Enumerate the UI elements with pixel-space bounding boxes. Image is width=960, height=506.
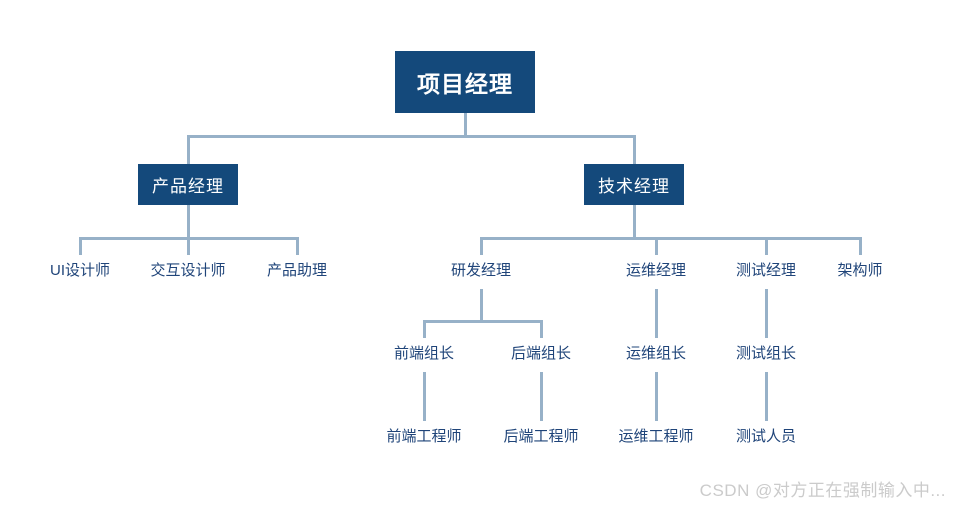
- connector-line: [480, 237, 862, 240]
- connector-line: [765, 237, 768, 255]
- connector-line: [187, 135, 190, 165]
- node-ops-lead[interactable]: 运维组长: [625, 345, 687, 362]
- node-rd-manager[interactable]: 研发经理: [450, 262, 512, 279]
- connector-line: [633, 205, 636, 239]
- node-ops-engineer[interactable]: 运维工程师: [618, 428, 694, 445]
- csdn-watermark: CSDN @对方正在强制输入中...: [699, 481, 946, 500]
- connector-line: [765, 372, 768, 421]
- connector-line: [765, 289, 768, 338]
- connector-line: [655, 237, 658, 255]
- connector-line: [633, 135, 636, 165]
- connector-line: [480, 237, 483, 255]
- node-test-manager[interactable]: 测试经理: [735, 262, 797, 279]
- node-test-lead[interactable]: 测试组长: [735, 345, 797, 362]
- node-tech-manager[interactable]: 技术经理: [584, 164, 684, 205]
- node-architect[interactable]: 架构师: [837, 262, 883, 279]
- connector-line: [423, 320, 426, 338]
- node-product-manager[interactable]: 产品经理: [138, 164, 238, 205]
- node-backend-lead[interactable]: 后端组长: [510, 345, 572, 362]
- node-backend-engineer[interactable]: 后端工程师: [503, 428, 579, 445]
- node-ops-manager[interactable]: 运维经理: [625, 262, 687, 279]
- node-test-staff[interactable]: 测试人员: [735, 428, 797, 445]
- connector-line: [655, 372, 658, 421]
- node-ui-designer[interactable]: UI设计师: [49, 262, 111, 279]
- connector-line: [859, 237, 862, 255]
- connector-line: [540, 372, 543, 421]
- connector-line: [540, 320, 543, 338]
- connector-line: [187, 135, 636, 138]
- node-frontend-engineer[interactable]: 前端工程师: [386, 428, 462, 445]
- connector-line: [480, 289, 483, 322]
- connector-line: [423, 320, 543, 323]
- node-interaction-designer[interactable]: 交互设计师: [150, 262, 226, 279]
- node-frontend-lead[interactable]: 前端组长: [393, 345, 455, 362]
- connector-line: [655, 289, 658, 338]
- connector-line: [187, 205, 190, 239]
- connector-line: [187, 237, 190, 255]
- connector-line: [423, 372, 426, 421]
- connector-line: [79, 237, 82, 255]
- node-product-assistant[interactable]: 产品助理: [266, 262, 328, 279]
- connector-line: [296, 237, 299, 255]
- node-project-manager[interactable]: 项目经理: [395, 51, 535, 113]
- connector-line: [464, 113, 467, 137]
